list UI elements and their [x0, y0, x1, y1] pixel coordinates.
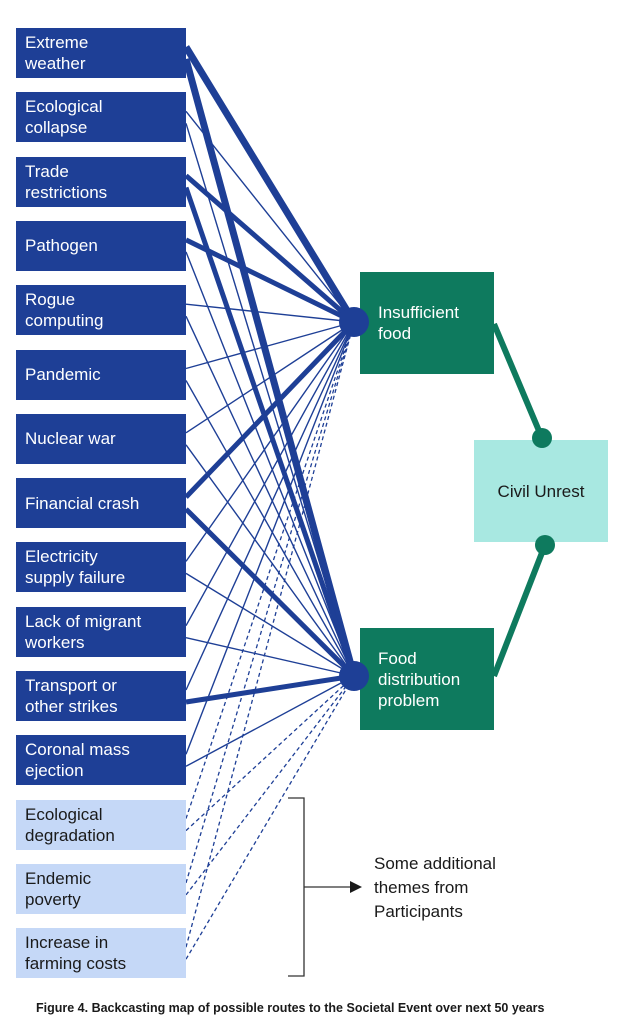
- driver-label: Increase in farming costs: [25, 933, 127, 974]
- link-driver-5-to-insufficient-food: [185, 321, 355, 370]
- driver-box: Ecological degradation: [16, 799, 186, 850]
- driver-box: Financial crash: [16, 478, 186, 529]
- connector-food-distribution-to-civil-unrest: [491, 543, 548, 678]
- link-driver-14-to-insufficient-food: [185, 321, 355, 948]
- link-driver-4-to-insufficient-food: [185, 303, 355, 323]
- driver-label: Endemic poverty: [25, 868, 92, 909]
- link-driver-2-to-insufficient-food: [184, 173, 356, 324]
- intermediate-food-distribution-problem: Food distribution problem: [360, 628, 494, 730]
- driver-label: Trade restrictions: [25, 161, 108, 202]
- driver-box: Rogue computing: [16, 285, 186, 336]
- figure-caption: Figure 4. Backcasting map of possible ro…: [36, 1001, 545, 1015]
- link-driver-1-to-insufficient-food: [185, 110, 355, 323]
- driver-box: Transport or other strikes: [16, 671, 186, 721]
- link-driver-9-to-food-distribution: [185, 637, 355, 677]
- driver-box: Pandemic: [16, 349, 186, 400]
- driver-box: Ecological collapse: [16, 92, 186, 143]
- driver-label: Electricity supply failure: [25, 547, 126, 588]
- driver-label: Ecological degradation: [25, 804, 115, 845]
- driver-label: Financial crash: [25, 493, 140, 513]
- link-driver-11-to-insufficient-food: [185, 321, 355, 755]
- link-driver-3-to-insufficient-food: [184, 237, 356, 325]
- driver-label: Transport or other strikes: [25, 676, 118, 716]
- link-driver-6-to-food-distribution: [185, 444, 355, 677]
- driver-box: Electricity supply failure: [16, 542, 186, 593]
- bracket: [288, 797, 362, 977]
- link-driver-11-to-food-distribution: [185, 675, 355, 767]
- link-driver-2-to-food-distribution: [183, 186, 357, 677]
- intermediate-insufficient-food: Insufficient food: [360, 272, 494, 374]
- link-driver-4-to-food-distribution: [185, 315, 355, 677]
- driver-box: Increase in farming costs: [16, 928, 186, 979]
- intermediate-label: Insufficient food: [378, 303, 459, 343]
- link-driver-7-to-food-distribution: [184, 507, 356, 678]
- link-driver-0-to-food-distribution: [182, 58, 358, 677]
- outcome-label: Civil Unrest: [497, 481, 585, 501]
- driver-label: Lack of migrant workers: [25, 611, 142, 652]
- driver-box: Trade restrictions: [16, 156, 186, 207]
- link-driver-3-to-food-distribution: [185, 251, 355, 677]
- additional-themes-note: Some additional themes from Participants: [374, 854, 496, 921]
- driver-box: Endemic poverty: [16, 863, 186, 914]
- driver-box: Lack of migrant workers: [16, 606, 186, 657]
- link-driver-12-to-food-distribution: [185, 675, 355, 832]
- link-driver-5-to-food-distribution: [185, 380, 355, 677]
- link-driver-7-to-insufficient-food: [184, 320, 356, 499]
- driver-box: Pathogen: [16, 220, 186, 271]
- driver-label: Ecological collapse: [25, 97, 103, 138]
- driver-box: Extreme weather: [16, 28, 186, 78]
- link-driver-8-to-insufficient-food: [185, 321, 355, 562]
- driver-box: Nuclear war: [16, 413, 186, 464]
- driver-label: Extreme weather: [25, 33, 89, 73]
- link-driver-6-to-insufficient-food: [185, 321, 355, 434]
- driver-label: Pandemic: [25, 365, 101, 384]
- link-driver-9-to-insufficient-food: [185, 321, 355, 627]
- link-driver-10-to-insufficient-food: [185, 321, 355, 691]
- intermediate-label: Food distribution problem: [378, 648, 461, 710]
- driver-label: Pathogen: [25, 236, 98, 256]
- link-driver-14-to-food-distribution: [185, 675, 355, 960]
- outcome-civil-unrest: Civil Unrest: [474, 440, 608, 542]
- link-driver-8-to-food-distribution: [185, 572, 355, 677]
- connector-insufficient-food-to-civil-unrest: [491, 322, 545, 440]
- link-driver-10-to-food-distribution: [185, 673, 355, 705]
- link-driver-0-to-insufficient-food: [183, 45, 357, 324]
- link-driver-1-to-food-distribution: [185, 123, 355, 677]
- driver-label: Rogue computing: [25, 290, 104, 331]
- link-driver-13-to-food-distribution: [185, 675, 355, 896]
- link-driver-12-to-insufficient-food: [185, 321, 355, 819]
- driver-label: Coronal mass ejection: [25, 740, 130, 781]
- driver-label: Nuclear war: [25, 429, 116, 449]
- driver-box: Coronal mass ejection: [16, 735, 186, 786]
